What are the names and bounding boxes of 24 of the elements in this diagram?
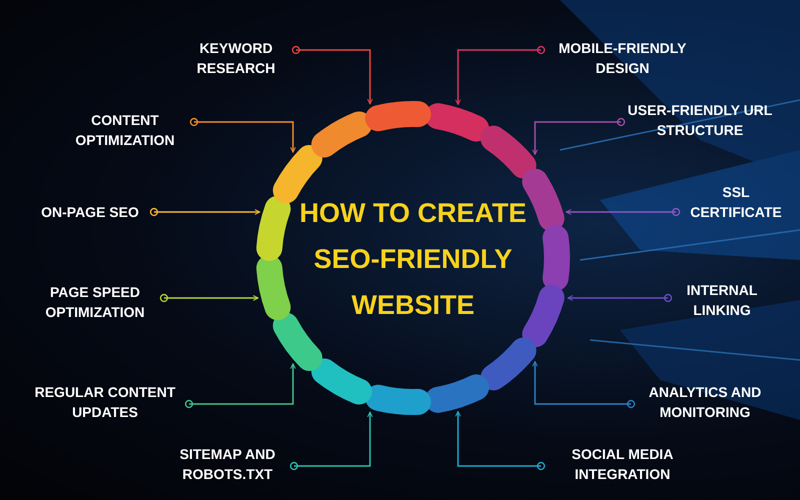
arrow — [455, 411, 546, 470]
title-text: HOW TO CREATE SEO-FRIENDLY WEBSITE — [298, 197, 528, 322]
step-label: REGULAR CONTENT UPDATES — [25, 382, 185, 422]
arrow — [566, 208, 680, 216]
arrow — [184, 363, 296, 408]
arrow — [455, 46, 546, 105]
step-label: MOBILE-FRIENDLY DESIGN — [545, 38, 700, 78]
arrow — [290, 412, 373, 470]
step-label: INTERNAL LINKING — [672, 280, 772, 320]
step-label: ANALYTICS AND MONITORING — [635, 382, 775, 422]
step-label: KEYWORD RESEARCH — [180, 38, 292, 78]
arrow — [190, 118, 296, 153]
step-label: USER-FRIENDLY URL STRUCTURE — [625, 100, 775, 140]
arrow — [532, 118, 626, 155]
step-label: PAGE SPEED OPTIMIZATION — [30, 282, 160, 322]
step-label: SITEMAP AND ROBOTS.TXT — [165, 444, 290, 484]
arrow — [567, 294, 672, 302]
arrow — [160, 294, 259, 302]
step-label: ON-PAGE SEO — [30, 202, 150, 222]
step-label: CONTENT OPTIMIZATION — [60, 110, 190, 150]
arrow — [532, 361, 636, 408]
arrow — [292, 46, 373, 104]
step-label: SOCIAL MEDIA INTEGRATION — [545, 444, 700, 484]
arrow — [150, 208, 260, 216]
